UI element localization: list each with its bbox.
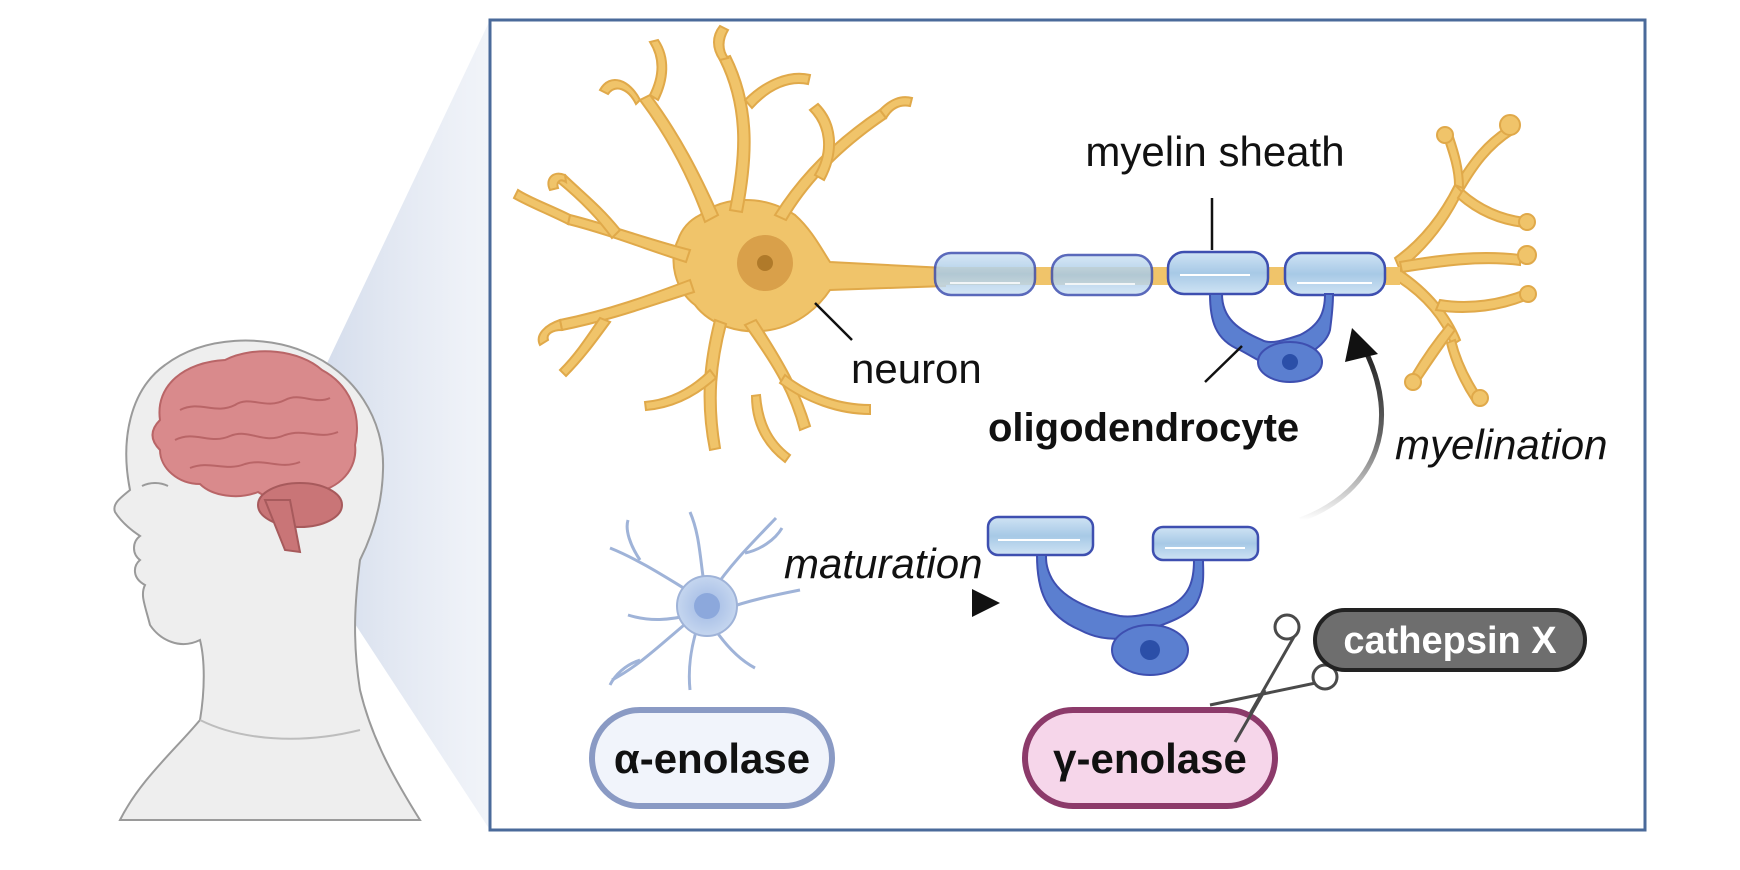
brain-icon: [151, 350, 358, 554]
myelination-arrow: [1299, 348, 1385, 523]
maturation-label: maturation: [784, 540, 982, 587]
alpha-enolase-badge: α-enolase: [589, 707, 835, 809]
maturation-arrowhead: [972, 589, 1000, 617]
oligodendrocyte-label: oligodendrocyte: [988, 406, 1299, 450]
myelination-label: myelination: [1395, 421, 1607, 468]
arrow-icon: [1345, 328, 1378, 362]
neuron-label: neuron: [851, 345, 982, 392]
opc-nucleus: [694, 593, 720, 619]
cathepsin-x-text: cathepsin X: [1343, 620, 1557, 662]
scissors-blade-front: [1233, 689, 1267, 743]
gamma-enolase-text: γ-enolase: [1053, 735, 1247, 782]
oligodendrocyte-leader: [1204, 345, 1243, 383]
oligodendrocyte-icon: [1208, 293, 1335, 383]
myelin-sheath-label: myelin sheath: [1085, 128, 1344, 175]
zoom-cone: [300, 20, 490, 830]
gamma-enolase-badge: γ-enolase: [1022, 707, 1278, 809]
mature-oligodendrocyte-icon: [986, 515, 1260, 676]
neuron-leader: [814, 302, 853, 341]
neuron-nucleolus: [757, 255, 773, 271]
alpha-enolase-text: α-enolase: [614, 735, 810, 782]
cathepsin-x-badge: cathepsin X: [1313, 608, 1587, 672]
myelin-segments: [933, 250, 1387, 297]
